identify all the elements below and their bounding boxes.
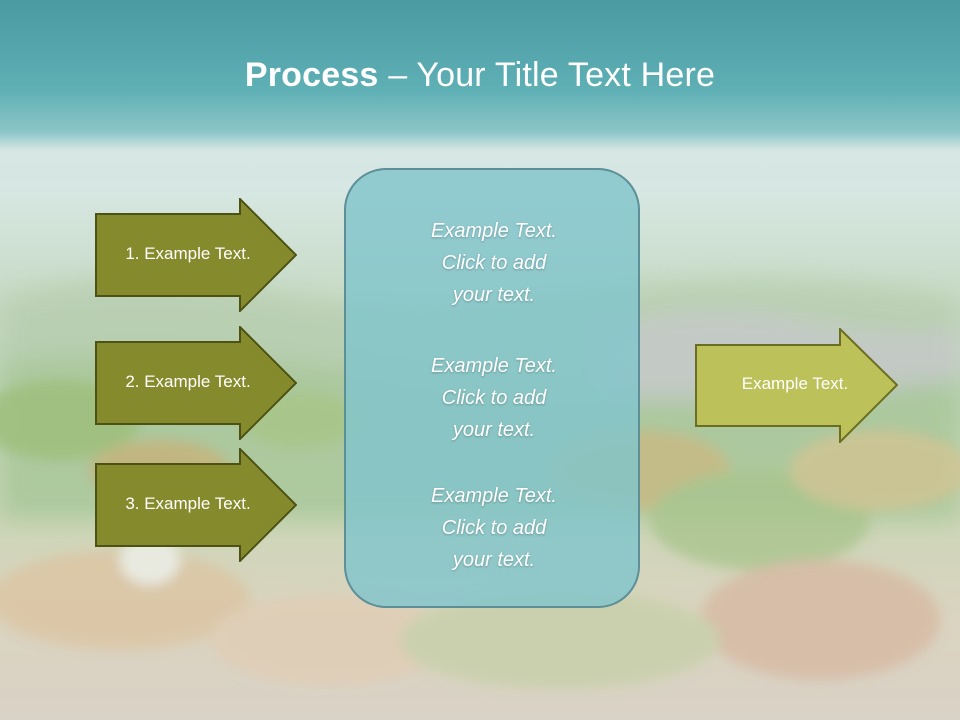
output-arrow-shape xyxy=(695,328,898,443)
slide-title[interactable]: Process – Your Title Text Here xyxy=(0,52,960,98)
step-arrow-shape xyxy=(95,326,297,440)
title-rest: – Your Title Text Here xyxy=(378,56,716,94)
step-label: 1. Example Text. xyxy=(125,244,251,263)
output-arrow[interactable]: Example Text. xyxy=(695,328,898,443)
output-label: Example Text. xyxy=(741,374,849,393)
step-label: 3. Example Text. xyxy=(125,494,251,513)
step-arrow-1[interactable]: 1. Example Text. xyxy=(95,198,297,312)
center-paragraph-1: Example Text. Click to add your text. xyxy=(431,220,557,306)
step-arrow-shape xyxy=(95,448,297,562)
title-bold: Process xyxy=(244,56,379,94)
center-paragraph-3: Example Text. Click to add your text. xyxy=(431,485,557,571)
step-arrow-3[interactable]: 3. Example Text. xyxy=(95,448,297,562)
header-band xyxy=(0,0,960,150)
step-label: 2. Example Text. xyxy=(125,372,251,391)
center-text-box[interactable]: Example Text. Click to add your text. Ex… xyxy=(344,168,640,608)
center-paragraph-2: Example Text. Click to add your text. xyxy=(431,355,557,441)
step-arrow-shape xyxy=(95,198,297,312)
step-arrow-2[interactable]: 2. Example Text. xyxy=(95,326,297,440)
